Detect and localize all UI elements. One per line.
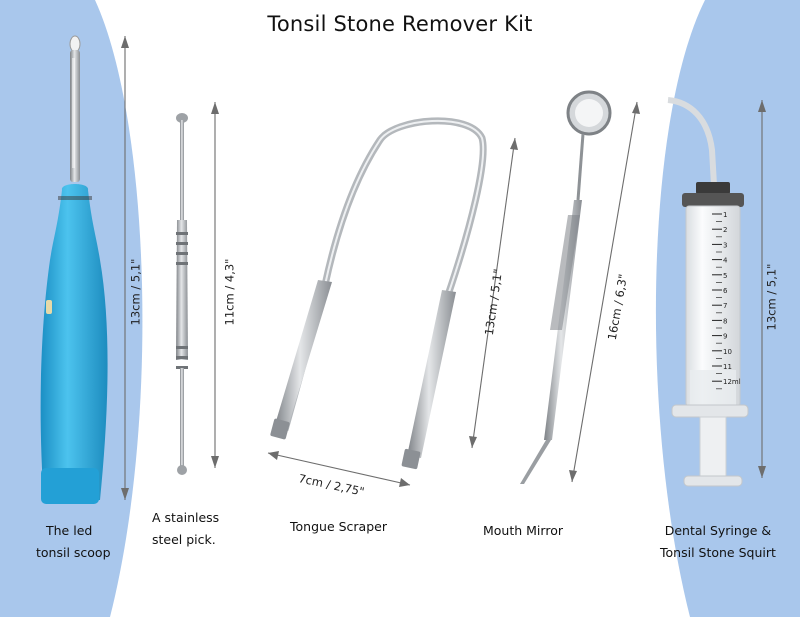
- caption-dental-syringe: Dental Syringe & Tonsil Stone Squirt: [660, 520, 776, 564]
- stainless-steel-pick: [176, 113, 188, 475]
- dental-syringe: 1 2 3 4 5 6 7 8 9 10 11 12ml: [667, 97, 749, 487]
- caption-line: Dental Syringe &: [664, 523, 772, 538]
- pick-dimension: 11cm / 4,3": [222, 258, 237, 326]
- syringe-scale: 1 2 3 4 5 6 7 8 9 10 11 12ml: [712, 211, 741, 390]
- caption-tongue-scraper: Tongue Scraper: [290, 516, 387, 538]
- syringe-scale-label: 10: [723, 348, 732, 356]
- syringe-scale-label: 8: [723, 317, 727, 325]
- caption-line: A stainless: [152, 510, 220, 525]
- syringe-scale-label: 6: [723, 287, 728, 295]
- scoop-dimension: 13cm / 5,1": [128, 258, 143, 326]
- syringe-scale-label: 3: [723, 241, 727, 249]
- caption-line: steel pick.: [152, 532, 216, 547]
- syringe-scale-label: 7: [723, 302, 727, 310]
- mouth-mirror: [520, 90, 612, 484]
- syringe-scale-label: 12ml: [723, 378, 741, 386]
- caption-line: The led: [46, 523, 93, 538]
- syringe-scale-label: 4: [723, 257, 728, 265]
- caption-line: Tonsil Stone Squirt: [660, 545, 776, 560]
- caption-stainless-steel-pick: A stainless steel pick.: [152, 507, 219, 551]
- syringe-scale-label: 1: [723, 211, 727, 219]
- syringe-scale-label: 11: [723, 363, 732, 371]
- syringe-scale-label: 2: [723, 226, 727, 234]
- caption-mouth-mirror: Mouth Mirror: [483, 520, 563, 542]
- caption-line: tonsil scoop: [36, 545, 111, 560]
- dimension-arrows: [124, 36, 763, 500]
- syringe-dimension: 13cm / 5,1": [764, 263, 779, 331]
- syringe-scale-label: 9: [723, 333, 727, 341]
- syringe-scale-label: 5: [723, 272, 727, 280]
- caption-led-tonsil-scoop: The led tonsil scoop: [36, 520, 111, 564]
- led-tonsil-scoop: [40, 35, 108, 504]
- page-title: Tonsil Stone Remover Kit: [267, 12, 533, 36]
- caption-line: Tongue Scraper: [290, 519, 387, 534]
- caption-line: Mouth Mirror: [483, 523, 563, 538]
- tongue-scraper: [270, 117, 487, 470]
- arrow-heads: [121, 36, 766, 500]
